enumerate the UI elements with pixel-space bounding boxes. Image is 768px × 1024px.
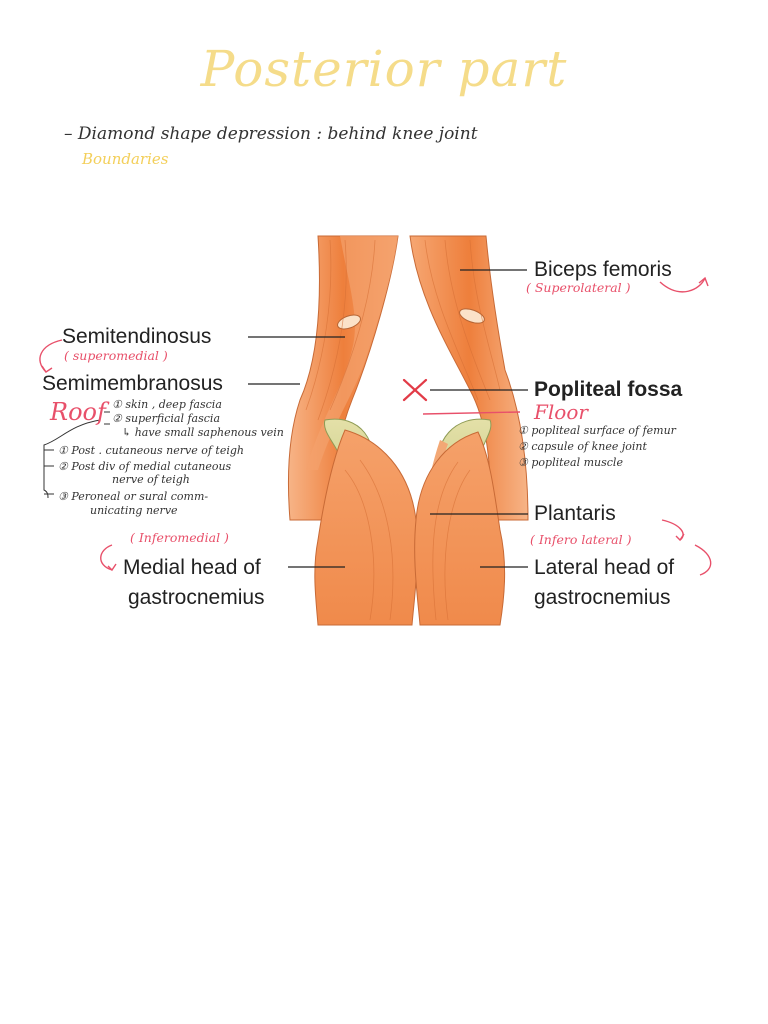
- cross-mark: [402, 378, 428, 402]
- label-semimembranosus: Semimembranosus: [42, 372, 223, 395]
- label-medial-head-line2: gastrocnemius: [128, 586, 265, 609]
- roof-brace: [43, 411, 110, 499]
- roof-item: ① Post . cutaneous nerve of teigh: [58, 444, 244, 457]
- roof-item: ③ Peroneal or sural comm-: [58, 490, 209, 503]
- label-biceps-femoris: Biceps femoris: [534, 258, 672, 281]
- medial-head-gastrocnemius: [314, 429, 418, 626]
- note-superolateral: ( Superolateral ): [526, 280, 631, 295]
- label-medial-head-line1: Medial head of: [123, 556, 261, 579]
- note-superomedial: ( superomedial ): [64, 348, 168, 363]
- floor-item: ③ popliteal muscle: [518, 456, 623, 469]
- note-inferomedial: ( Inferomedial ): [130, 530, 229, 545]
- subtitle: – Diamond shape depression : behind knee…: [64, 124, 478, 144]
- roof-item: ↳ have small saphenous vein: [122, 426, 284, 439]
- page-title: Posterior part: [200, 40, 568, 98]
- roof-item: ② superficial fascia: [112, 412, 220, 425]
- roof-item: ① skin , deep fascia: [112, 398, 222, 411]
- leader-lines: [248, 269, 528, 568]
- roof-item: unicating nerve: [90, 504, 178, 517]
- label-semitendinosus: Semitendinosus: [62, 325, 212, 348]
- note-inferolateral: ( Infero lateral ): [530, 532, 632, 547]
- muscle-fibers: [305, 239, 501, 621]
- floor-item: ① popliteal surface of femur: [518, 424, 676, 437]
- label-lateral-head-line1: Lateral head of: [534, 556, 675, 579]
- label-plantaris: Plantaris: [534, 502, 616, 525]
- boundaries-heading: Boundaries: [82, 150, 169, 168]
- roof-heading: Roof: [50, 398, 106, 426]
- roof-item: ② Post div of medial cutaneous: [58, 460, 232, 473]
- floor-heading: Floor: [534, 400, 588, 424]
- label-lateral-head-line2: gastrocnemius: [534, 586, 671, 609]
- roof-item: nerve of teigh: [112, 473, 190, 486]
- annotation-arrows: [39, 276, 712, 576]
- lateral-head-gastrocnemius: [414, 431, 506, 626]
- floor-item: ② capsule of knee joint: [518, 440, 647, 453]
- label-popliteal-fossa: Popliteal fossa: [534, 378, 683, 401]
